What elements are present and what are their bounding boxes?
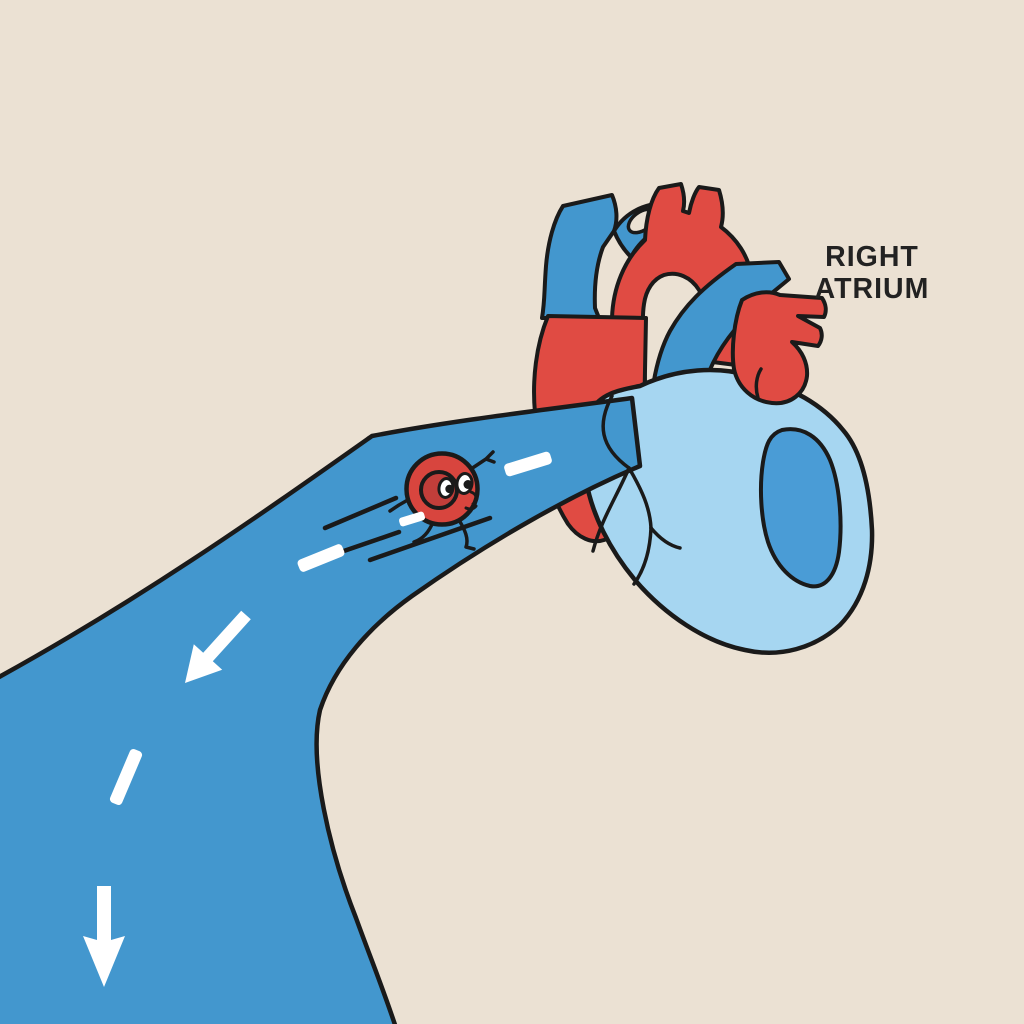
coronary-branch-left — [591, 466, 631, 553]
speed-line-2 — [335, 529, 402, 556]
coronary-branch-main — [627, 466, 653, 530]
flow-dash-1 — [504, 451, 552, 477]
flow-markings — [83, 451, 552, 987]
pulmonary-veins-cleft-line — [754, 367, 763, 400]
cell-nose — [469, 490, 478, 506]
flow-dash-2 — [398, 511, 426, 527]
coronary-branch-fork-down — [632, 526, 653, 586]
flow-dash-3 — [297, 544, 345, 572]
right-atrium-label: RIGHT ATRIUM — [796, 241, 948, 305]
vessel-band — [0, 395, 643, 1024]
flow-arrow-down — [83, 886, 125, 987]
flow-arrow-down-left — [185, 610, 251, 683]
flow-dash-4 — [109, 749, 143, 805]
cell-arm-right — [469, 450, 496, 471]
right-atrium-chamber — [758, 427, 843, 589]
cell-leg-right — [457, 518, 476, 551]
cell-pupil-right — [463, 480, 473, 489]
speed-line-3 — [367, 515, 493, 563]
coronary-branch-fork-right — [649, 526, 682, 550]
cell-pupil-left — [445, 484, 454, 494]
vena-cava-vessel — [0, 394, 682, 1024]
junction-curve-line — [601, 394, 631, 470]
right-atrium-label-line1: RIGHT — [825, 241, 919, 273]
coronary-vessels — [591, 394, 682, 586]
red-blood-cell-character — [388, 450, 496, 551]
superior-vena-cava — [540, 193, 619, 320]
speed-line-1 — [322, 495, 399, 531]
right-atrium-label-line2: ATRIUM — [814, 273, 930, 305]
speed-lines — [322, 495, 493, 563]
cell-mouth — [464, 504, 478, 511]
